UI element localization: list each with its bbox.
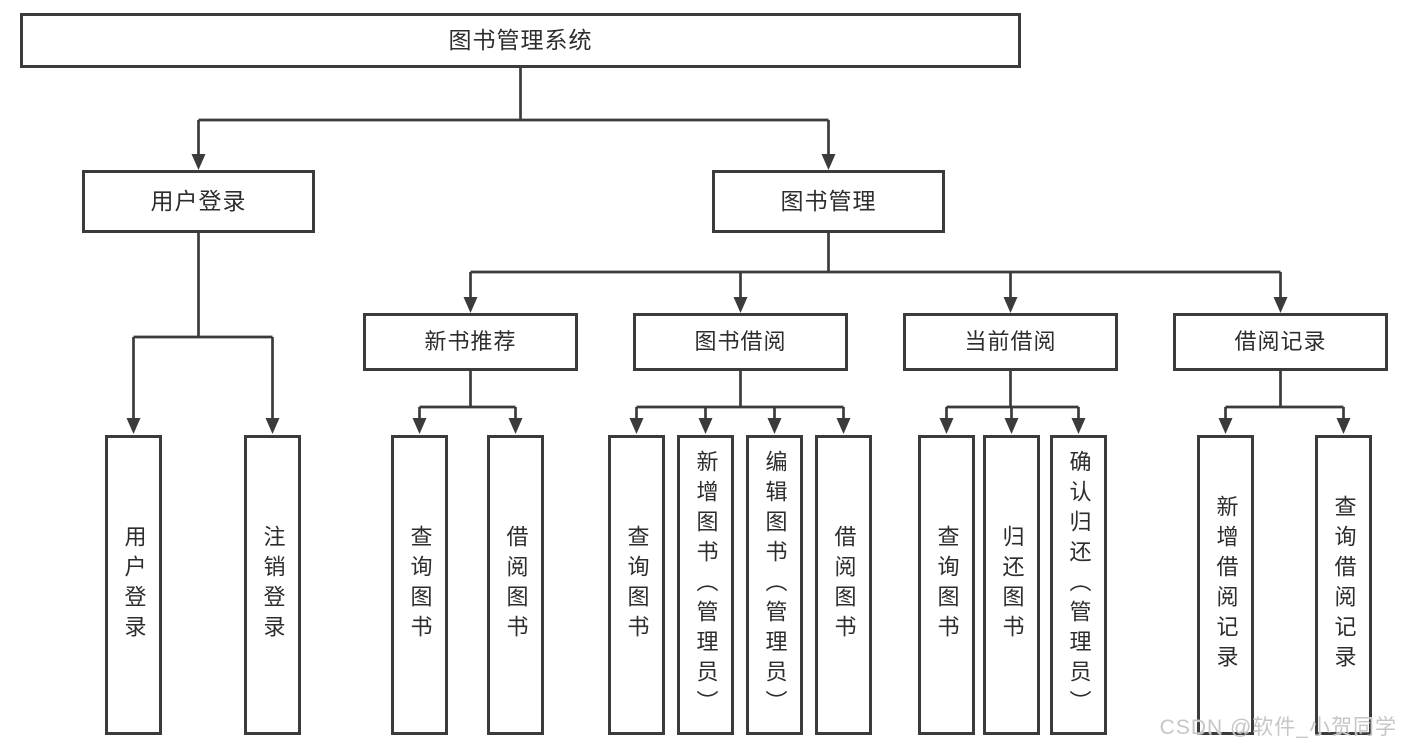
node-label: 图书借阅 xyxy=(694,329,787,354)
node-label: 图书管理系统 xyxy=(448,27,593,53)
watermark: CSDN @软件_小贺同学 xyxy=(1159,716,1397,739)
leaf-add-borrow-record: 新增借阅记录 xyxy=(1197,435,1254,735)
node-label: 用户登录 xyxy=(150,188,247,214)
leaf-edit-books-admin: 编辑图书（管理员） xyxy=(746,435,803,735)
node-label: 借阅图书 xyxy=(503,525,529,645)
node-label: 编辑图书（管理员） xyxy=(762,450,788,720)
node-label: 查询图书 xyxy=(624,525,650,645)
node-book-borrowing: 图书借阅 xyxy=(633,313,848,371)
leaf-confirm-return-admin: 确认归还（管理员） xyxy=(1050,435,1107,735)
node-label: 查询图书 xyxy=(934,525,960,645)
leaf-add-books-admin: 新增图书（管理员） xyxy=(677,435,734,735)
leaf-borrow-books-recommendation: 借阅图书 xyxy=(487,435,544,735)
node-label: 注销登录 xyxy=(260,525,286,645)
leaf-borrow-books: 借阅图书 xyxy=(815,435,872,735)
node-label: 新增图书（管理员） xyxy=(693,450,719,720)
leaf-user-login: 用户登录 xyxy=(105,435,162,735)
leaf-query-books-recommendation: 查询图书 xyxy=(391,435,448,735)
leaf-query-books-current: 查询图书 xyxy=(918,435,975,735)
node-new-book-recommendation: 新书推荐 xyxy=(363,313,578,371)
leaf-return-books: 归还图书 xyxy=(983,435,1040,735)
node-label: 查询借阅记录 xyxy=(1331,495,1357,675)
leaf-logout: 注销登录 xyxy=(244,435,301,735)
node-label: 新增借阅记录 xyxy=(1213,495,1239,675)
node-label: 查询图书 xyxy=(407,525,433,645)
node-label: 借阅记录 xyxy=(1234,329,1327,354)
leaf-query-borrow-record: 查询借阅记录 xyxy=(1315,435,1372,735)
node-label: 用户登录 xyxy=(121,525,147,645)
node-label: 归还图书 xyxy=(999,525,1025,645)
leaf-query-books-borrowing: 查询图书 xyxy=(608,435,665,735)
node-current-borrowing: 当前借阅 xyxy=(903,313,1118,371)
node-label: 新书推荐 xyxy=(424,329,517,354)
node-label: 当前借阅 xyxy=(964,329,1057,354)
node-book-management: 图书管理 xyxy=(712,170,945,233)
node-label: 借阅图书 xyxy=(831,525,857,645)
node-borrowing-records: 借阅记录 xyxy=(1173,313,1388,371)
node-user-login: 用户登录 xyxy=(82,170,315,233)
node-library-management-system: 图书管理系统 xyxy=(20,13,1021,68)
node-label: 图书管理 xyxy=(780,188,877,214)
node-label: 确认归还（管理员） xyxy=(1066,450,1092,720)
